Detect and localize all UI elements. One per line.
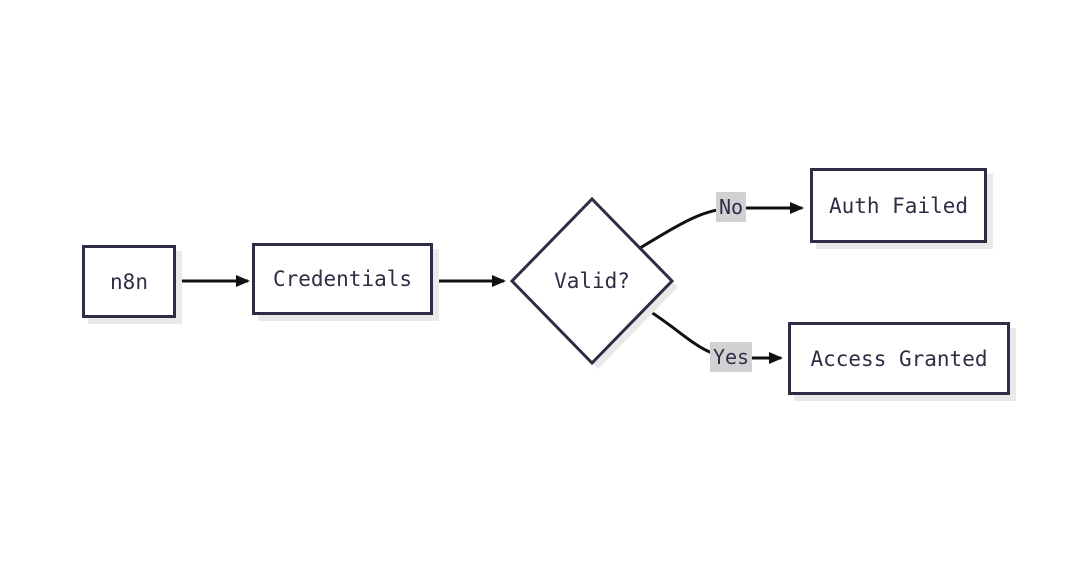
- node-credentials: Credentials: [252, 243, 433, 315]
- node-valid-shape: [509, 196, 675, 366]
- node-access-granted-label: Access Granted: [810, 346, 988, 371]
- edge-label-no: No: [715, 192, 747, 222]
- edge-label-yes: Yes: [709, 342, 753, 372]
- node-auth-failed-label: Auth Failed: [828, 193, 969, 218]
- node-valid-label: Valid?: [554, 269, 630, 293]
- node-n8n-label: n8n: [110, 269, 148, 294]
- node-n8n: n8n: [82, 245, 176, 318]
- node-access-granted: Access Granted: [788, 322, 1010, 395]
- node-auth-failed: Auth Failed: [810, 168, 987, 243]
- node-credentials-label: Credentials: [272, 267, 413, 291]
